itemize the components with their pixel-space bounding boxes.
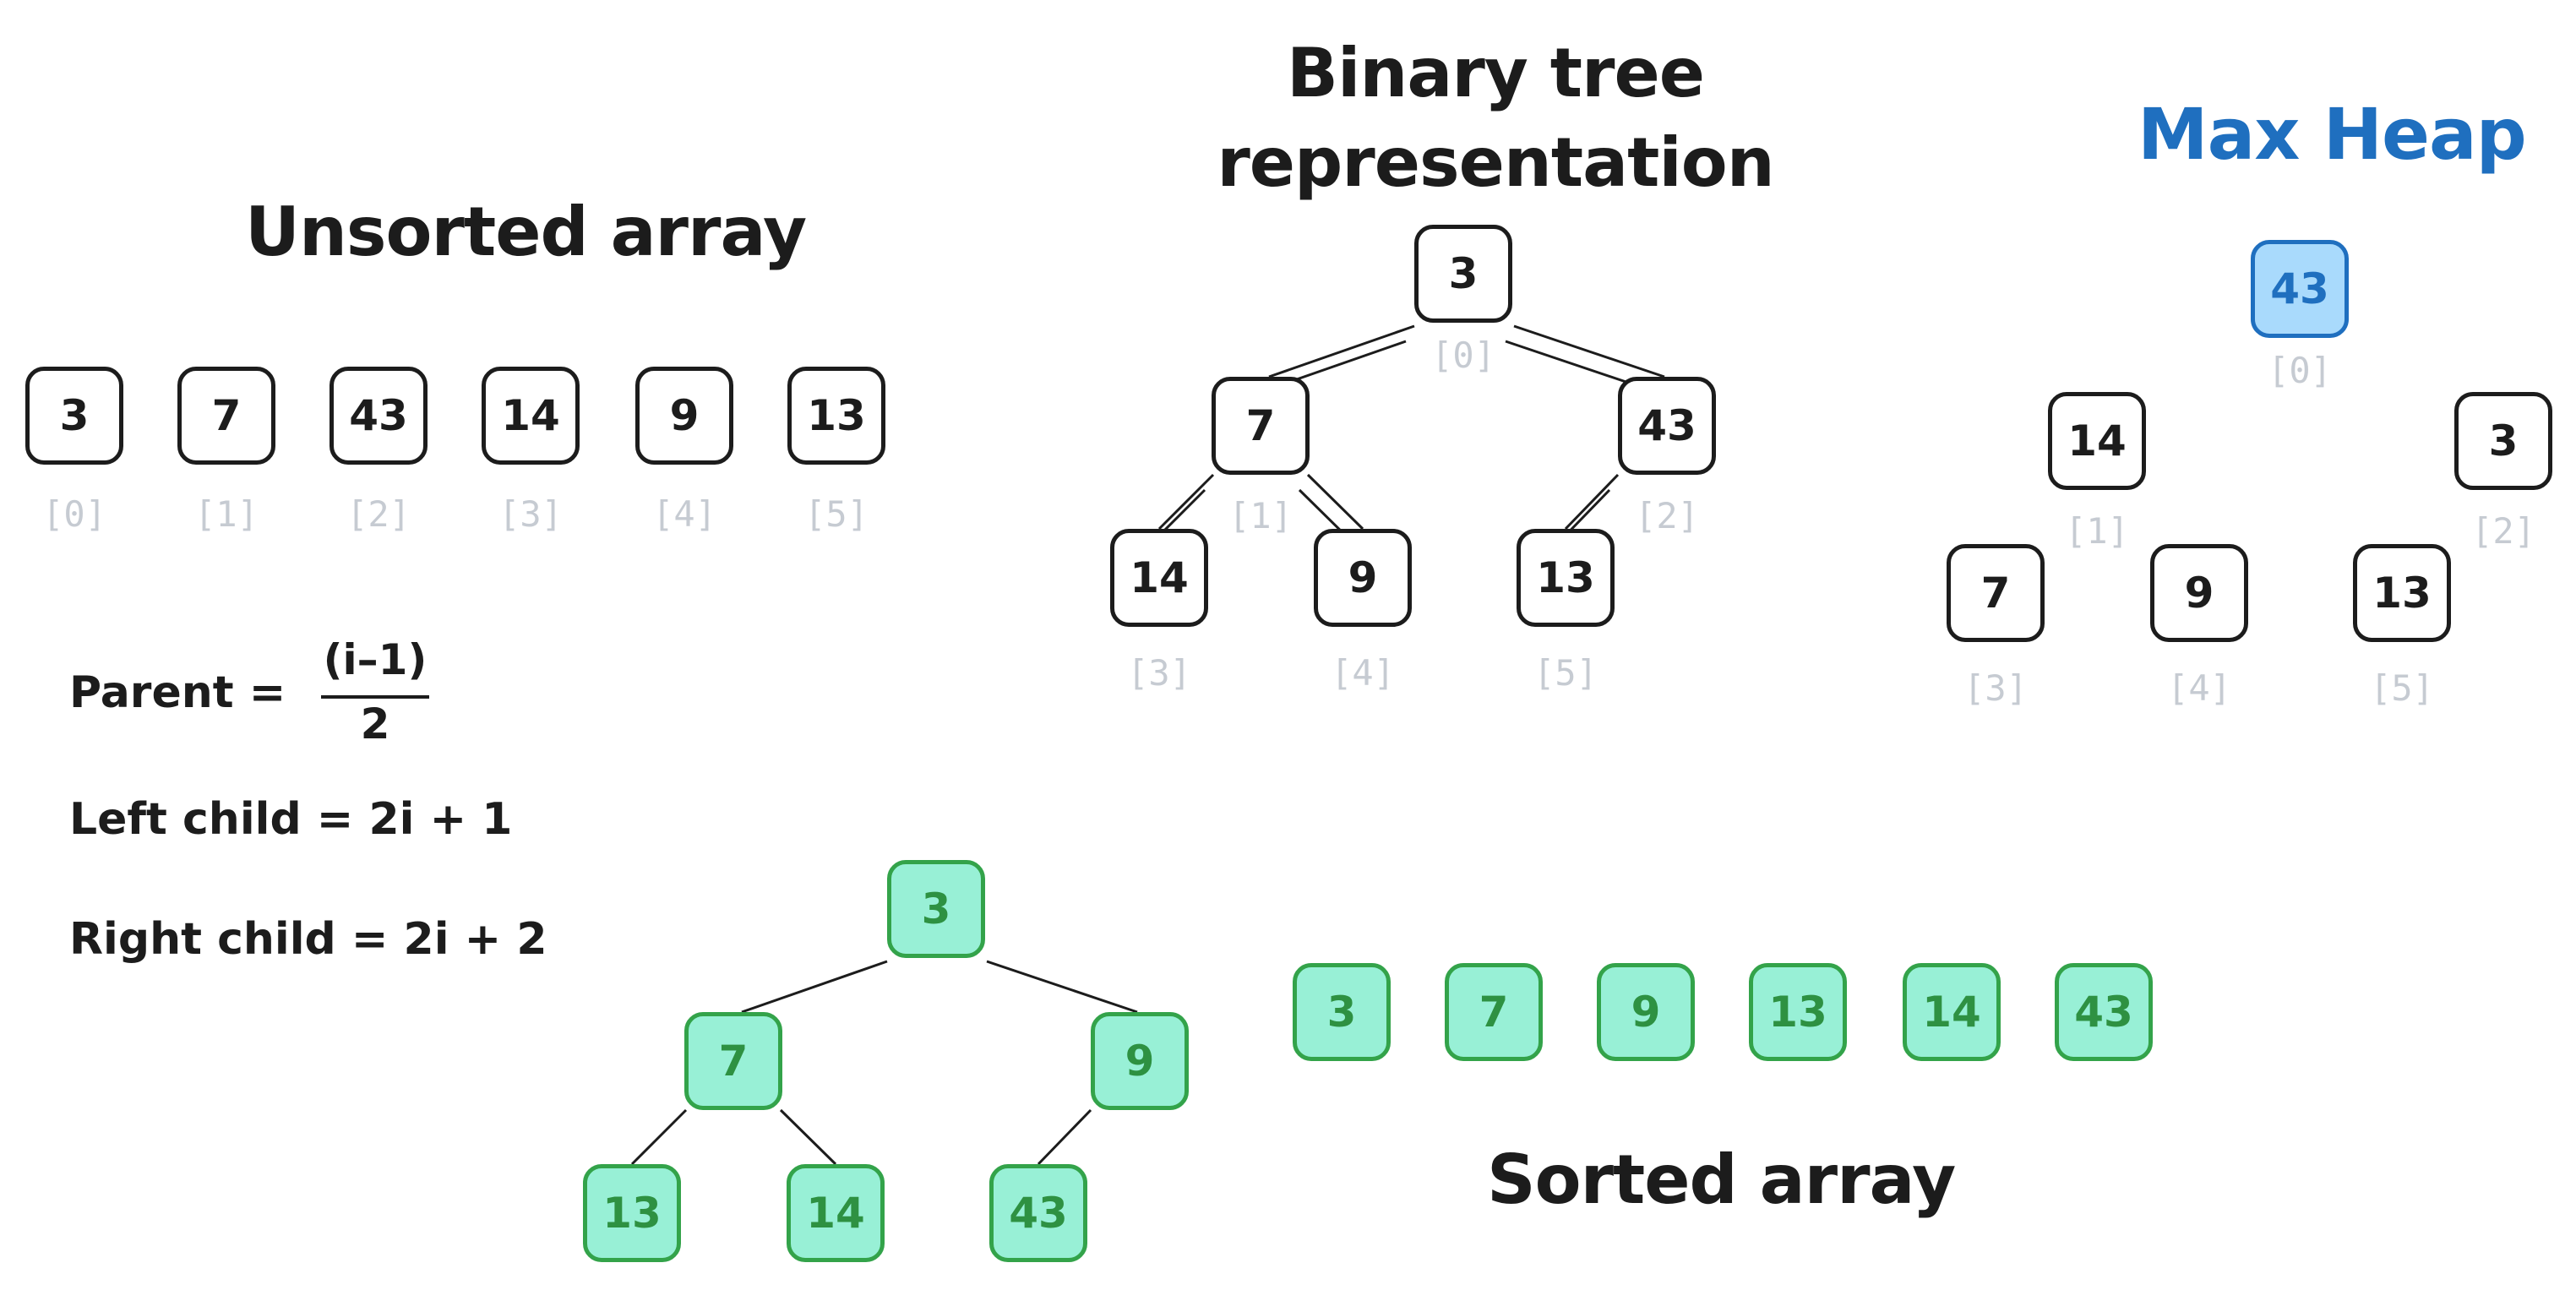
unsorted-index: [5] bbox=[804, 493, 869, 535]
st-edge-0-1 bbox=[741, 960, 888, 1014]
unsorted-index: [2] bbox=[346, 493, 411, 535]
sorted-tree-node-3: 13 bbox=[583, 1164, 681, 1262]
bt-edge-0-2 bbox=[1513, 324, 1665, 378]
bt-node-3: 14 bbox=[1110, 529, 1208, 627]
bt-edge-0-1 bbox=[1268, 324, 1415, 378]
unsorted-cell: 3 bbox=[25, 367, 123, 465]
parent-formula-label: Parent = bbox=[69, 667, 286, 718]
unsorted-cell: 43 bbox=[329, 367, 428, 465]
unsorted-cell: 14 bbox=[482, 367, 580, 465]
bt-index: [5] bbox=[1533, 652, 1598, 694]
heap-index: [1] bbox=[2065, 510, 2129, 552]
parent-formula-denominator: 2 bbox=[360, 699, 390, 748]
max-heap-title: Max Heap bbox=[2138, 93, 2527, 176]
bt-index: [3] bbox=[1127, 652, 1191, 694]
bt-index: [1] bbox=[1228, 495, 1293, 536]
heap-node-4: 9 bbox=[2150, 544, 2248, 642]
st-edge-1-3 bbox=[630, 1108, 688, 1166]
left-child-formula: Left child = 2i + 1 bbox=[69, 794, 513, 845]
bt-index: [4] bbox=[1331, 652, 1395, 694]
fraction-bar bbox=[321, 695, 429, 699]
heap-index: [2] bbox=[2471, 510, 2535, 552]
heap-node-0: 43 bbox=[2251, 240, 2349, 338]
unsorted-array-title: Unsorted array bbox=[245, 193, 807, 271]
bt-node-2: 43 bbox=[1618, 377, 1716, 475]
sorted-tree-node-5: 43 bbox=[989, 1164, 1087, 1262]
sorted-cell: 14 bbox=[1903, 963, 2001, 1061]
st-edge-2-5 bbox=[1037, 1108, 1092, 1166]
sorted-cell: 3 bbox=[1293, 963, 1391, 1061]
unsorted-index: [3] bbox=[498, 493, 563, 535]
heap-index: [5] bbox=[2370, 667, 2434, 709]
heap-node-2: 3 bbox=[2454, 392, 2552, 490]
unsorted-cell: 9 bbox=[635, 367, 733, 465]
sorted-cell: 7 bbox=[1445, 963, 1543, 1061]
unsorted-index: [4] bbox=[652, 493, 716, 535]
unsorted-index: [0] bbox=[42, 493, 106, 535]
heap-index: [4] bbox=[2167, 667, 2231, 709]
unsorted-index: [1] bbox=[194, 493, 259, 535]
sorted-tree-node-0: 3 bbox=[887, 860, 985, 958]
bt-node-5: 13 bbox=[1517, 529, 1615, 627]
parent-formula-numerator: (i–1) bbox=[323, 635, 428, 684]
heap-index: [3] bbox=[1963, 667, 2028, 709]
heap-index: [0] bbox=[2268, 350, 2332, 391]
bt-node-4: 9 bbox=[1314, 529, 1412, 627]
sorted-cell: 43 bbox=[2055, 963, 2153, 1061]
sorted-cell: 9 bbox=[1597, 963, 1695, 1061]
heap-node-3: 7 bbox=[1947, 544, 2045, 642]
st-edge-1-4 bbox=[779, 1108, 837, 1166]
bt-node-0: 3 bbox=[1414, 225, 1512, 323]
sorted-tree-node-4: 14 bbox=[787, 1164, 885, 1262]
sorted-tree-node-1: 7 bbox=[684, 1012, 782, 1110]
sorted-tree-node-2: 9 bbox=[1091, 1012, 1189, 1110]
binary-tree-title-line2: representation bbox=[1217, 123, 1774, 202]
bt-index: [0] bbox=[1431, 335, 1495, 376]
unsorted-cell: 7 bbox=[177, 367, 275, 465]
heap-node-1: 14 bbox=[2048, 392, 2146, 490]
bt-edge-2-5 bbox=[1564, 473, 1620, 531]
sorted-cell: 13 bbox=[1749, 963, 1847, 1061]
heap-node-5: 13 bbox=[2353, 544, 2451, 642]
binary-tree-title-line1: Binary tree bbox=[1287, 34, 1705, 112]
right-child-formula: Right child = 2i + 2 bbox=[69, 914, 547, 965]
st-edge-0-2 bbox=[986, 960, 1138, 1014]
unsorted-cell: 13 bbox=[787, 367, 885, 465]
bt-edge-1-3 bbox=[1157, 473, 1215, 531]
bt-node-1: 7 bbox=[1212, 377, 1310, 475]
bt-edge-1-4 bbox=[1306, 473, 1364, 531]
bt-index: [2] bbox=[1635, 495, 1699, 536]
sorted-array-title: Sorted array bbox=[1487, 1140, 1956, 1219]
